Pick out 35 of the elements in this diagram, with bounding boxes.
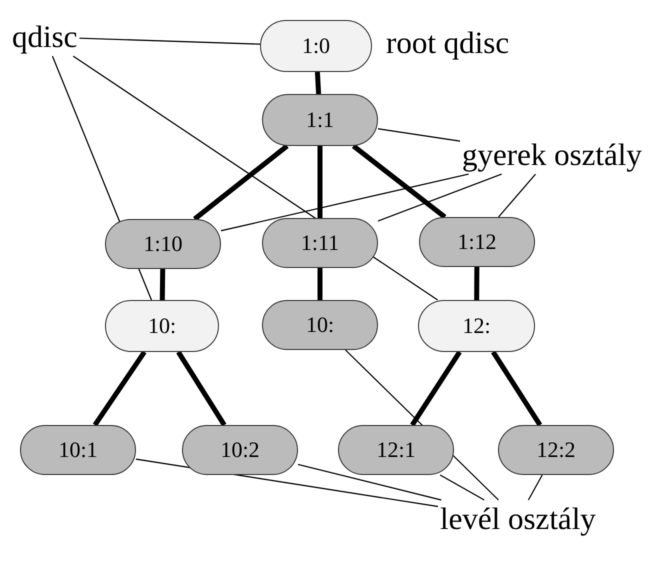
leader-line [220,174,469,232]
callout-label: gyerek osztály [462,138,642,172]
node-pill: 12: [418,300,535,352]
tree-connector [474,267,480,300]
tree-connector [314,72,322,94]
leader-line [528,474,543,500]
node-pill: 12:1 [338,425,454,475]
node-caption: root qdisc [386,26,510,60]
leader-line [440,474,485,501]
node-pill: 1:0 [260,20,372,72]
tree-connector [318,268,322,300]
node-pill: 1:12 [419,217,535,267]
node-pill: 12:2 [498,425,614,475]
leader-line [498,174,536,218]
node-pill: 1:10 [105,219,221,269]
node-pill: 10: [262,300,378,350]
node-pill: 10:1 [20,425,136,475]
node-pill: 10: [105,300,219,352]
tree-connector [176,350,226,426]
callout-label: levél osztály [440,502,596,536]
tree-connector [352,144,446,219]
node-pill: 1:1 [262,94,378,146]
leader-line [378,174,502,222]
leader-line [298,464,442,501]
tree-connector [410,350,462,426]
leader-line [378,128,460,142]
node-pill: 10:2 [182,425,298,475]
tree-connector [160,268,166,300]
tree-connector [193,144,289,221]
node-pill: 1:11 [262,218,378,268]
tree-connector [491,350,542,426]
tree-connector [92,350,146,426]
leader-line [79,38,260,45]
tree-connector [318,146,322,218]
callout-label: qdisc [12,20,78,54]
